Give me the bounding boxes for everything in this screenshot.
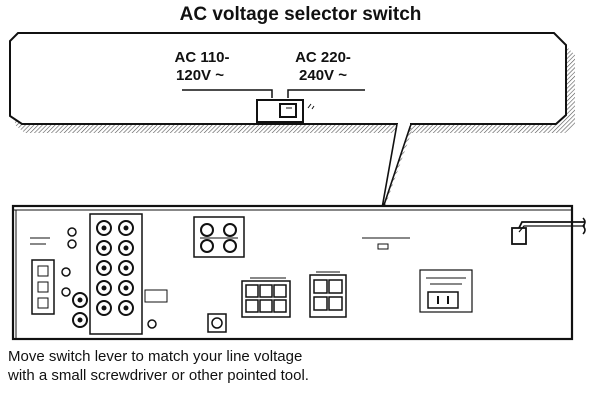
voltage-selector-switch [256,99,315,123]
instruction-caption: Move switch lever to match your line vol… [8,347,309,385]
caption-line-2: with a small screwdriver or other pointe… [8,367,309,384]
switch-lever [279,103,297,118]
label-ac220: AC 220- [295,49,351,66]
diagram-title: AC voltage selector switch [179,4,422,25]
label-ac110: AC 110- [174,49,229,66]
voltage-indicator-lines [182,89,365,98]
label-240v: 240V ~ [299,67,347,84]
caption-line-1: Move switch lever to match your line vol… [8,348,303,365]
callout-pointer [380,122,413,215]
rear-panel [11,204,586,341]
callout-bubble [9,32,575,133]
label-120v: 120V ~ [176,67,224,84]
